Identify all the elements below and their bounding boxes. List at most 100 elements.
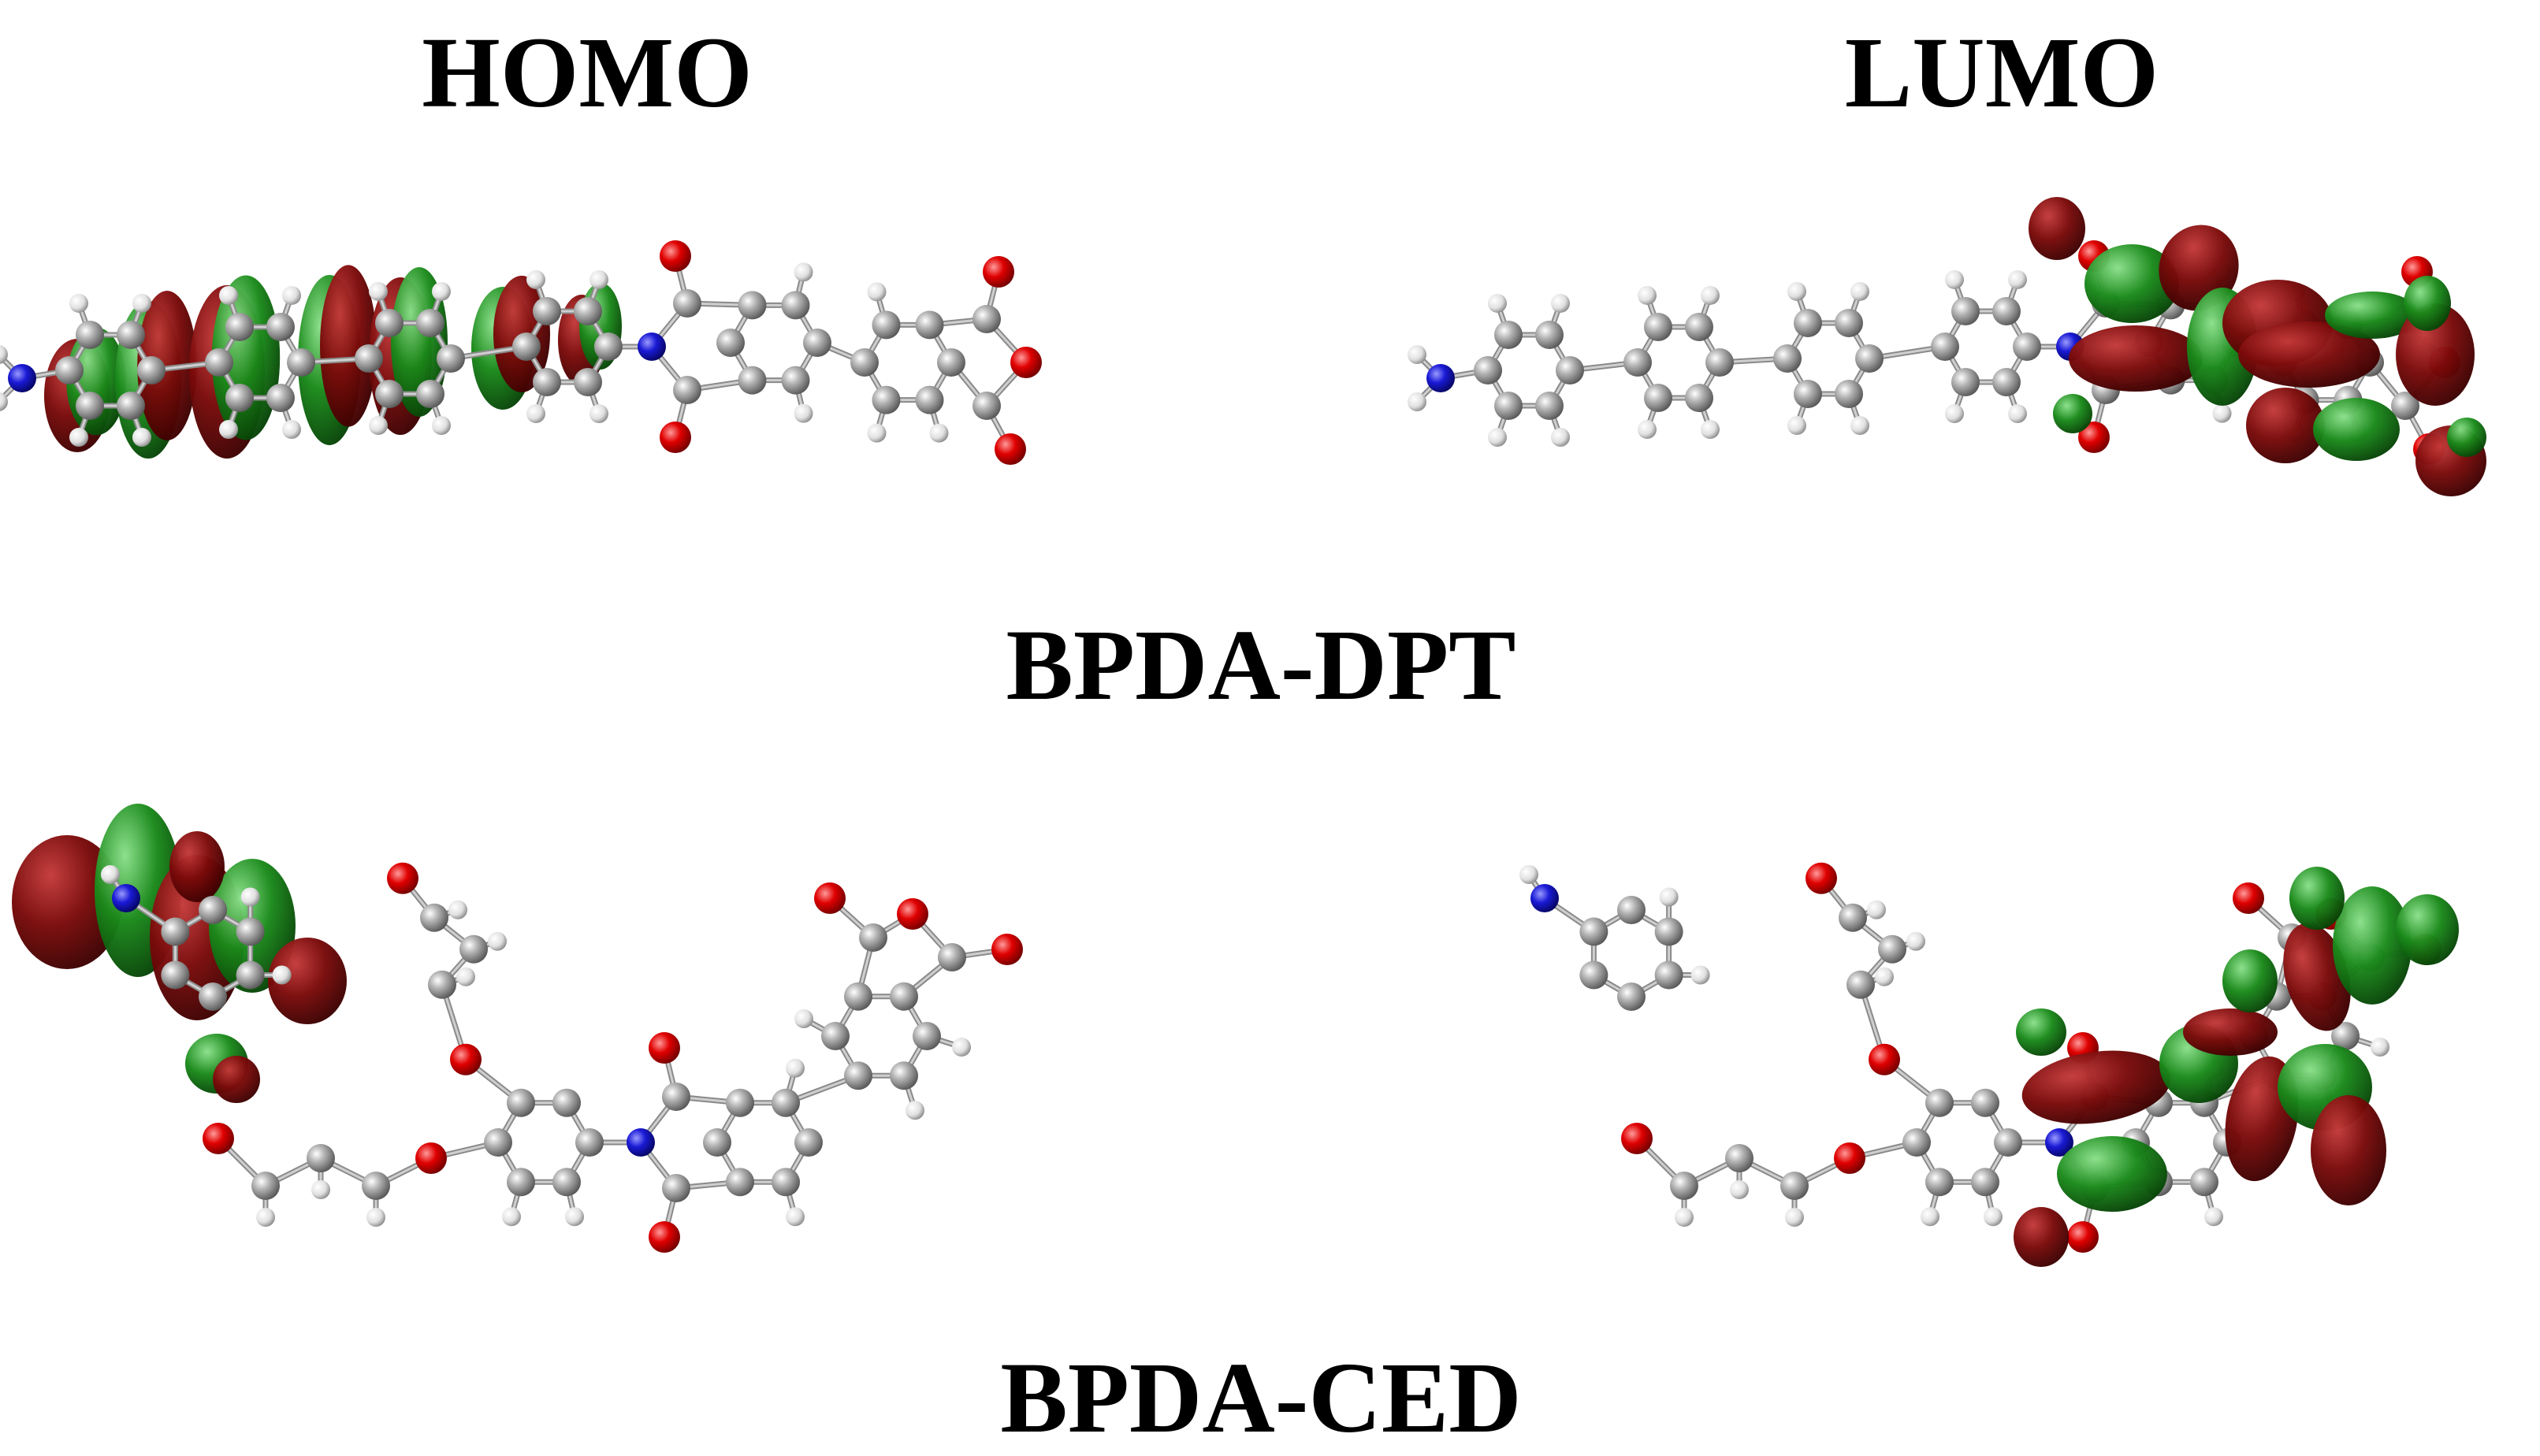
bpda-dpt-lumo-structure	[1408, 197, 2486, 496]
carbon-atom	[1685, 312, 1713, 341]
hydrogen-atom	[1906, 931, 1925, 951]
hydrogen-atom	[1921, 1207, 1939, 1227]
hydrogen-atom	[1659, 887, 1679, 907]
orbital-lobe-positive	[2069, 325, 2203, 392]
hydrogen-atom	[589, 404, 608, 424]
hydrogen-atom	[502, 1207, 521, 1227]
hydrogen-atom	[1850, 416, 1869, 436]
homo-orbital-lobes	[12, 804, 347, 1103]
carbon-atom	[803, 329, 831, 357]
carbon-atom	[1617, 896, 1646, 924]
carbon-atom	[1579, 917, 1608, 946]
carbon-atom	[375, 380, 403, 409]
oxygen-atom	[983, 256, 1014, 288]
carbon-atom	[533, 368, 561, 397]
molecule-label-bpda-ced: BPDA-CED	[1000, 1342, 1522, 1454]
hydrogen-atom	[1488, 293, 1507, 313]
carbon-atom	[1494, 320, 1523, 349]
hydrogen-atom	[1408, 392, 1426, 411]
nitrogen-atom	[1426, 364, 1455, 392]
oxygen-atom	[450, 1043, 482, 1075]
hydrogen-atom	[456, 967, 475, 986]
orbital-lobe-negative	[391, 267, 448, 417]
carbon-atom	[1794, 308, 1822, 337]
carbon-atom	[772, 1168, 800, 1197]
carbon-atom	[726, 1088, 754, 1117]
carbon-atom	[662, 1083, 690, 1111]
orbital-lobe-negative	[2325, 292, 2419, 339]
hydrogen-atom	[1519, 865, 1538, 884]
hydrogen-atom	[867, 423, 887, 443]
carbon-atom	[594, 332, 623, 361]
hydrogen-atom	[219, 420, 238, 440]
carbon-atom	[1474, 356, 1502, 384]
carbon-atom	[355, 344, 383, 373]
hydrogen-atom	[0, 392, 8, 411]
carbon-atom	[1780, 1172, 1809, 1200]
carbon-atom	[1878, 934, 1906, 964]
hydrogen-atom	[1675, 1208, 1694, 1227]
oxygen-atom	[1869, 1043, 1900, 1075]
hydrogen-atom	[369, 281, 388, 301]
nitrogen-atom	[627, 1128, 655, 1157]
carbon-atom	[915, 385, 944, 414]
hydrogen-atom	[282, 285, 301, 305]
hydrogen-atom	[1408, 345, 1426, 364]
oxygen-atom	[897, 898, 928, 930]
carbon-atom	[1494, 392, 1523, 421]
orbital-lobe-negative	[2289, 867, 2345, 930]
carbon-atom	[1670, 1172, 1698, 1200]
hydrogen-atom	[867, 282, 887, 302]
carbon-atom	[1839, 903, 1867, 932]
carbon-atom	[375, 308, 403, 337]
carbon-atom	[1644, 384, 1672, 413]
hydrogen-atom	[794, 262, 813, 282]
oxygen-atom	[2067, 1221, 2099, 1253]
carbon-atom	[781, 366, 810, 395]
carbon-atom	[76, 320, 104, 349]
orbital-lobe-negative	[2053, 394, 2092, 433]
oxygen-atom	[991, 934, 1023, 965]
hydrogen-atom	[952, 1038, 971, 1057]
oxygen-atom	[1806, 862, 1837, 894]
carbon-atom	[662, 1174, 690, 1202]
oxygen-atom	[649, 1032, 680, 1064]
carbon-atom	[1925, 1168, 1954, 1197]
carbon-atom	[574, 368, 602, 397]
hydrogen-atom	[272, 965, 292, 985]
carbon-atom	[1855, 344, 1884, 373]
carbon-atom	[1951, 296, 1980, 325]
hydrogen-atom	[2008, 269, 2027, 289]
orbital-lobe-negative	[2016, 1008, 2066, 1056]
orbital-lobe-positive	[320, 265, 377, 427]
carbon-atom	[890, 1061, 918, 1090]
lumo-orbital-lobes	[2029, 197, 2486, 496]
hydrogen-atom	[2371, 1038, 2389, 1057]
nitrogen-atom	[638, 332, 666, 361]
hydrogen-atom	[1701, 420, 1720, 440]
hydrogen-atom	[69, 293, 88, 313]
carbon-atom	[161, 960, 190, 990]
nitrogen-atom	[2045, 1128, 2073, 1157]
carbon-atom	[76, 392, 104, 421]
lumo-column-label: LUMO	[1844, 17, 2159, 128]
hydrogen-atom	[1945, 269, 1964, 289]
carbon-atom	[821, 1022, 850, 1050]
carbon-atom	[1654, 960, 1683, 990]
nitrogen-atom	[1530, 884, 1559, 912]
atoms-group	[0, 240, 1042, 465]
oxygen-atom	[203, 1123, 234, 1154]
oxygen-atom	[1834, 1142, 1865, 1174]
hydrogen-atom	[256, 1208, 275, 1227]
carbon-atom	[428, 970, 456, 999]
hydrogen-atom	[565, 1207, 584, 1227]
carbon-atom	[772, 1088, 800, 1117]
hydrogen-atom	[311, 1180, 330, 1199]
molecule-label-bpda-dpt: BPDA-DPT	[1006, 609, 1516, 721]
carbon-atom	[781, 291, 810, 320]
carbon-atom	[915, 310, 944, 340]
hydrogen-atom	[432, 416, 451, 436]
oxygen-atom	[649, 1221, 680, 1253]
carbon-atom	[137, 356, 165, 384]
orbital-lobe-positive	[2311, 1095, 2386, 1205]
